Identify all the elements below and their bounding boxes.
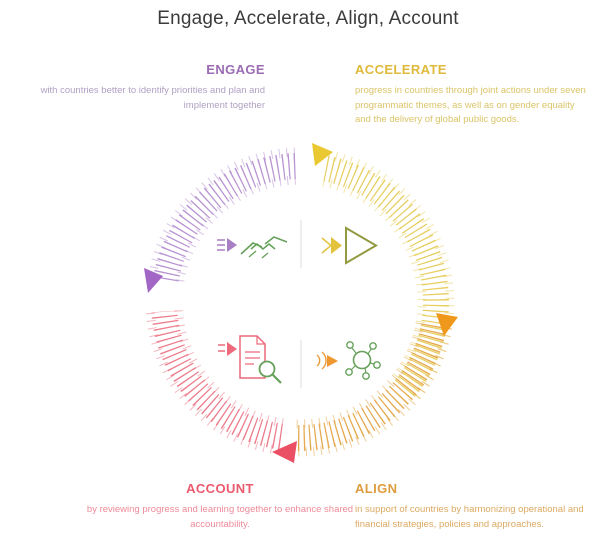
- community-node-5: [345, 368, 353, 376]
- accelerate-arc-feather-outer: [327, 150, 455, 402]
- community-node-3: [373, 361, 381, 369]
- document-icon-chevron: [227, 342, 237, 356]
- community-icon: [316, 341, 381, 380]
- accelerate-section: ACCELERATE progress in countries through…: [355, 62, 587, 128]
- play-icon-chevron: [321, 237, 333, 254]
- document-review-icon: [218, 335, 282, 384]
- accelerate-arrowhead: [312, 143, 333, 166]
- align-arc-band: [294, 323, 447, 451]
- align-heading: ALIGN: [355, 481, 398, 496]
- accelerate-description: progress in countries through joint acti…: [355, 85, 586, 126]
- magnifier-lens: [258, 360, 276, 378]
- handshake-icon-lines: [217, 239, 225, 251]
- handshake-icon: [217, 236, 288, 259]
- page-title: Engage, Accelerate, Align, Account: [157, 8, 459, 29]
- engage-section: ENGAGE with countries better to identify…: [40, 62, 265, 113]
- accelerate-arc-band: [323, 155, 449, 398]
- document-fold: [256, 336, 265, 345]
- account-arc: [145, 310, 297, 463]
- engage-arc: [144, 147, 297, 293]
- engage-arrowhead: [144, 268, 163, 293]
- align-description: in support of countries by harmonizing o…: [355, 504, 584, 530]
- document-text-lines: [245, 351, 260, 365]
- engage-heading: ENGAGE: [206, 62, 265, 77]
- align-arc-feather-inner: [295, 322, 425, 429]
- align-arc: [294, 313, 458, 457]
- community-center-node: [352, 350, 372, 370]
- account-arrowhead: [272, 441, 297, 463]
- community-node-2: [369, 342, 377, 350]
- align-section: ALIGN in support of countries by harmoni…: [355, 481, 587, 532]
- play-icon: [321, 226, 378, 265]
- community-node-4: [362, 372, 370, 380]
- align-arrowhead: [436, 313, 458, 336]
- handshake-right-arm: [264, 236, 288, 245]
- account-heading: ACCOUNT: [186, 481, 254, 496]
- document-icon-lines: [218, 344, 225, 352]
- community-spokes: [350, 347, 375, 374]
- engage-description: with countries better to identify priori…: [40, 85, 265, 111]
- play-icon-small-triangle: [331, 237, 342, 254]
- handshake-icon-chevron: [227, 238, 237, 252]
- accelerate-heading: ACCELERATE: [355, 62, 447, 77]
- accelerate-arc: [312, 143, 455, 402]
- account-arc-feather-inner: [173, 310, 284, 428]
- engage-arc-band: [152, 153, 297, 284]
- community-icon-waves: [316, 351, 327, 370]
- engage-arc-feather-inner: [175, 175, 296, 284]
- magnifier-handle: [271, 373, 282, 384]
- play-icon-outline-triangle: [345, 226, 378, 265]
- account-section: ACCOUNT by reviewing progress and learni…: [86, 481, 354, 532]
- handshake-fingers: [248, 250, 269, 259]
- community-node-1: [346, 341, 354, 349]
- account-description: by reviewing progress and learning toget…: [86, 504, 354, 530]
- community-icon-chevron: [327, 355, 338, 367]
- handshake-clasp: [250, 242, 276, 251]
